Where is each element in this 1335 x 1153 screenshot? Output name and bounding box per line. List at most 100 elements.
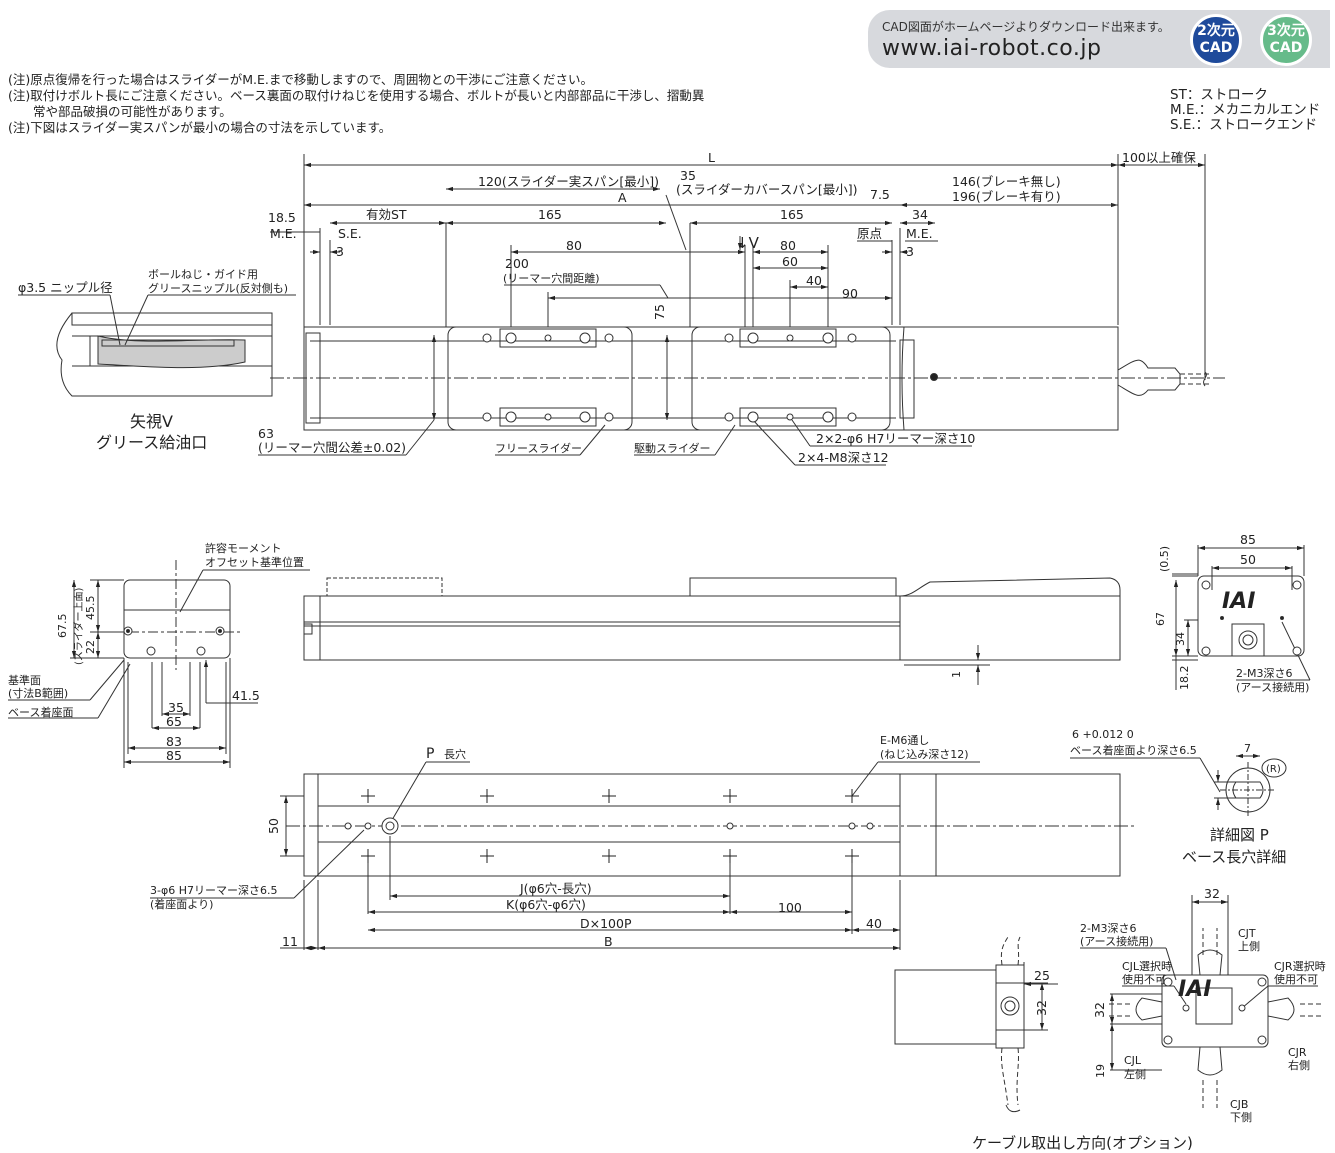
- dim-165-a: 165: [538, 207, 562, 222]
- dim-brake-none: 146(ブレーキ無し): [952, 174, 1061, 189]
- dim-1: 1: [950, 671, 963, 678]
- dim-65: 65: [166, 714, 182, 729]
- detail-p-title: 詳細図 P: [1210, 826, 1269, 844]
- free-slider-label: フリースライダー: [495, 441, 582, 455]
- cjr-sub: 右側: [1288, 1058, 1310, 1072]
- iai-logo-motor: IAI: [1222, 589, 1255, 614]
- dim-80-b: 80: [780, 238, 796, 253]
- view-v-title: 矢視V: [130, 412, 173, 431]
- cjr-ng-sub: 使用不可: [1274, 973, 1318, 986]
- dim-span-real: 120(スライダー実スパン[最小]): [478, 174, 659, 189]
- dim-7-5: 7.5: [870, 187, 890, 202]
- dim-B: B: [604, 934, 613, 949]
- motor-end-view: [1172, 545, 1311, 690]
- dim-K: K(φ6穴-φ6穴): [506, 897, 586, 912]
- dim-200: 200: [505, 256, 529, 271]
- dim-67-5: 67.5: [56, 614, 69, 639]
- reamer-holes-label: 2×2-φ6 H7リーマー深さ10: [816, 431, 975, 446]
- cad-download-banner[interactable]: CAD図面がホームページよりダウンロード出来ます。 www.iai-robot.…: [868, 10, 1330, 68]
- motor-end-holes: [1201, 580, 1302, 656]
- end-view: [8, 560, 310, 768]
- legend-se: S.E.：ストロークエンド: [1170, 117, 1318, 133]
- motor-m3-sub: (アース接続用): [1236, 680, 1309, 694]
- note-2: (注)取付けボルト長にご注意ください。ベース裏面の取付けねじを使用する場合、ボル…: [8, 88, 705, 103]
- cable-dim-32-side: 32: [1034, 1000, 1049, 1016]
- cjr-ng-label: CJR選択時: [1274, 959, 1326, 973]
- reamer-tolerance: (リーマー穴間公差±0.02): [258, 440, 406, 455]
- legend-st: ST：ストローク: [1170, 87, 1268, 103]
- moment-label-1: 許容モーメント: [205, 541, 282, 555]
- cable-dim-25: 25: [1034, 968, 1050, 983]
- cjt-label: CJT: [1238, 927, 1256, 940]
- bottom-dim-40: 40: [866, 916, 882, 931]
- motor-m3-label: 2-M3深さ6: [1236, 667, 1292, 680]
- top-view-holes: [482, 332, 938, 423]
- reamer-distance: (リーマー穴間距離): [503, 271, 600, 285]
- motor-dim-18-2: 18.2: [1178, 666, 1191, 691]
- dim-11: 11: [282, 934, 298, 949]
- bottom-view-bolt-marks: [361, 789, 859, 863]
- motor-dim-34: 34: [1174, 632, 1187, 646]
- m8-holes-label: 2×4-M8深さ12: [798, 450, 889, 465]
- note-3: (注)下図はスライダー実スパンが最小の場合の寸法を示しています。: [8, 120, 392, 135]
- motor-dim-67: 67: [1154, 612, 1167, 626]
- dim-18-5: 18.5: [268, 210, 296, 225]
- dim-J: J(φ6穴-長穴): [519, 881, 592, 896]
- grease-nipple-title: ボールねじ・ガイド用: [148, 268, 258, 281]
- view-v: [18, 294, 296, 397]
- dim-41-5: 41.5: [232, 688, 260, 703]
- cjl-ng-label: CJL選択時: [1122, 959, 1172, 973]
- dim-D: D×100P: [580, 916, 632, 931]
- dim-60: 60: [782, 254, 798, 269]
- screw-depth-label: (ねじ込み深さ12): [880, 748, 969, 761]
- detail-tolerance: 6 +0.012 0: [1072, 728, 1134, 741]
- view-v-subtitle: グリース給油口: [96, 433, 207, 452]
- motor-dim-85: 85: [1240, 532, 1256, 547]
- note-1: (注)原点復帰を行った場合はスライダーがM.E.まで移動しますので、周囲物との干…: [8, 72, 594, 87]
- cjr-label: CJR: [1288, 1046, 1307, 1059]
- cable-dim-32-left: 32: [1092, 1002, 1107, 1018]
- dim-L: L: [708, 150, 715, 165]
- legend: ST：ストローク M.E.：メカニカルエンド S.E.：ストロークエンド: [1170, 88, 1320, 133]
- cad-download-text: CAD図面がホームページよりダウンロード出来ます。: [882, 20, 1170, 34]
- detail-p: [1070, 753, 1287, 818]
- bottom-view: [150, 761, 1135, 951]
- drawing-labels: L 100以上確保 120(スライダー実スパン[最小]) A 35 (スライダー…: [8, 150, 1326, 1152]
- cable-m3-sub: (アース接続用): [1080, 934, 1153, 948]
- dim-3-left: 3: [336, 244, 344, 259]
- dim-A: A: [618, 190, 627, 205]
- top-view: [258, 154, 1225, 466]
- dim-clearance: 100以上確保: [1122, 150, 1196, 165]
- cjl-label: CJL: [1124, 1054, 1142, 1067]
- se-label: S.E.: [338, 226, 362, 241]
- cjb-label: CJB: [1230, 1098, 1248, 1111]
- iai-logo-cable: IAI: [1178, 977, 1211, 1002]
- cjt-sub: 上側: [1238, 940, 1260, 953]
- long-hole-label: 長穴: [444, 747, 466, 761]
- p-label: P: [426, 746, 434, 762]
- e-m6-label: E-M6通し: [880, 734, 929, 747]
- grease-nipple-sub: グリースニップル(反対側も): [148, 281, 288, 295]
- detail-depth: ベース着座面より深さ6.5: [1070, 743, 1197, 757]
- me-right: M.E.: [906, 226, 933, 241]
- dim-35: 35: [168, 700, 184, 715]
- bottom-dim-100: 100: [778, 900, 802, 915]
- motor-dim-50: 50: [1240, 552, 1256, 567]
- dim-22: 22: [84, 640, 97, 654]
- motor-dim-0-5: (0.5): [1158, 546, 1171, 572]
- cable-dim-19: 19: [1094, 1064, 1107, 1078]
- end-view-holes: [123, 626, 225, 656]
- me-left: M.E.: [270, 226, 297, 241]
- company-url[interactable]: www.iai-robot.co.jp: [882, 36, 1102, 61]
- dim-83: 83: [166, 734, 182, 749]
- dim-165-b: 165: [780, 207, 804, 222]
- drive-slider-label: 駆動スライダー: [634, 441, 711, 455]
- reference-face: 基準面: [8, 673, 41, 687]
- dim-brake-with: 196(ブレーキ有り): [952, 189, 1061, 204]
- origin-label: 原点: [857, 226, 882, 241]
- dim-34: 34: [912, 207, 928, 222]
- cable-top-view: [1080, 895, 1322, 1108]
- side-view: [303, 577, 1121, 685]
